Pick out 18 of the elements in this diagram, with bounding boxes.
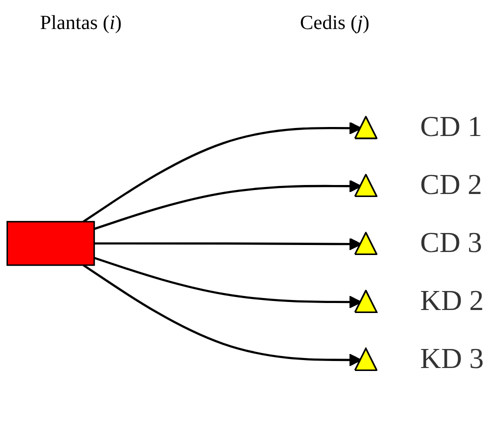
column-heading: Plantas (i) (40, 12, 122, 35)
arrow (94, 180, 362, 230)
triangle-node (354, 232, 378, 255)
arrow (94, 238, 362, 250)
node-caption: CD 2 (420, 169, 482, 202)
column-heading: Cedis (j) (300, 12, 370, 35)
triangle-node (354, 290, 378, 313)
arrow (94, 256, 362, 308)
node-caption: KD 2 (420, 285, 484, 318)
arrow (82, 264, 362, 366)
node-caption: CD 1 (420, 111, 482, 144)
triangle-node (354, 348, 378, 371)
node-caption: CD 3 (420, 227, 482, 260)
plant-box (6, 220, 95, 266)
triangle-node (354, 116, 378, 140)
node-caption: KD 3 (420, 343, 484, 375)
arrow (82, 122, 362, 223)
triangle-node (354, 174, 378, 198)
